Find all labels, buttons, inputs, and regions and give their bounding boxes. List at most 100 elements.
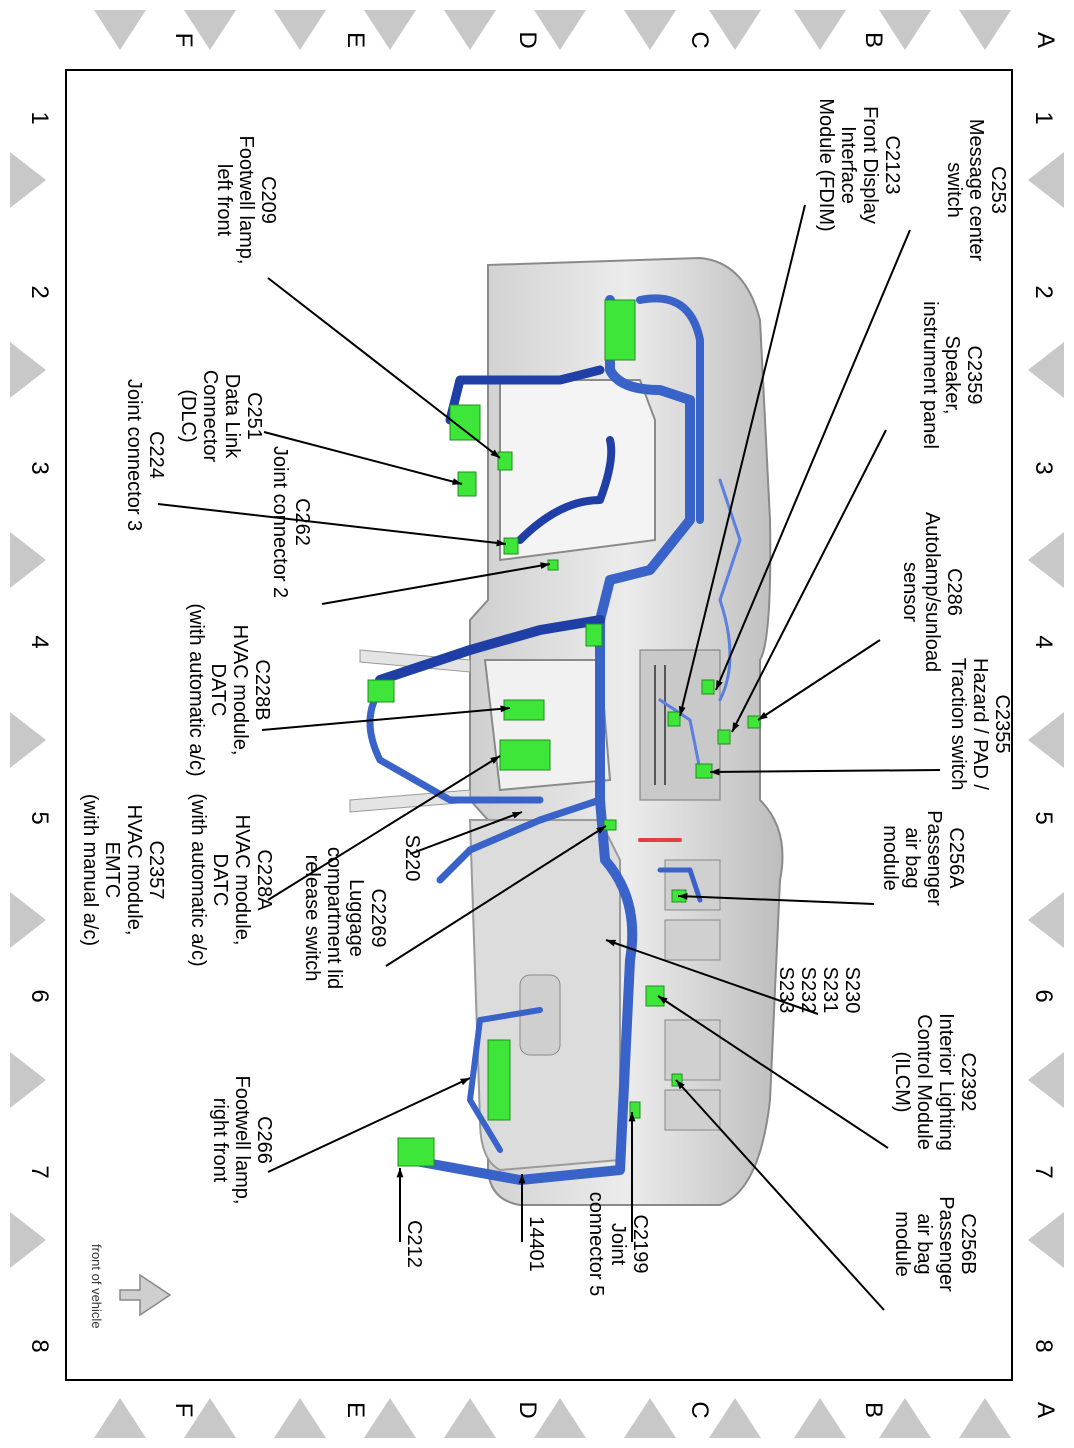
callout-c224-line-1: Joint connector 3 xyxy=(123,379,145,531)
col-label-2-right: 2 xyxy=(1030,285,1057,298)
connector-c2123 xyxy=(667,711,681,727)
callout-c251-line-1: Data Link xyxy=(221,374,243,459)
harness-thin-upper xyxy=(718,478,742,702)
callout-c2269-line-2: compartment lid xyxy=(323,847,345,989)
callout-s220: S220 xyxy=(401,835,423,882)
grid-marker-top-6 xyxy=(624,10,676,50)
grid-marker-top-9 xyxy=(879,10,931,50)
leader-line-c262 xyxy=(321,563,551,605)
connector-fdim-cluster xyxy=(604,299,636,361)
col-label-5-right: 5 xyxy=(1030,811,1057,824)
connector-c224 xyxy=(503,537,519,555)
col-label-4-right: 4 xyxy=(1030,635,1057,648)
callout-c209-line-1: Footwell lamp, xyxy=(235,136,257,265)
connector-c228a xyxy=(499,739,551,771)
callout-s230-line-3: S233 xyxy=(775,967,797,1014)
grid-marker-bottom-0 xyxy=(94,1398,146,1438)
callout-c2359-line-0: C2359 xyxy=(963,346,985,405)
col-label-8-right: 8 xyxy=(1030,1339,1057,1352)
leader-line-c2355 xyxy=(709,769,941,773)
callout-c2123-line-2: Interface xyxy=(837,126,859,204)
grid-marker-bottom-5 xyxy=(534,1398,586,1438)
leader-line-c2392 xyxy=(657,995,889,1149)
harness-thin-center xyxy=(658,698,702,772)
callout-c266-line-1: Footwell lamp, xyxy=(231,1076,253,1205)
callout-c2392-line-0: C2392 xyxy=(957,1053,979,1112)
callout-c2357-line-3: (with manual a/c) xyxy=(79,794,101,946)
grid-marker-bottom-9 xyxy=(879,1398,931,1438)
leader-arrowhead-c286 xyxy=(758,711,768,720)
leader-arrowhead-c2392 xyxy=(658,996,668,1005)
connector-hvac-side xyxy=(367,679,395,703)
callout-c2199-line-2: connector 5 xyxy=(585,1192,607,1297)
grid-marker-right-0 xyxy=(1028,152,1064,208)
leader-line-c228b xyxy=(261,707,511,731)
callout-c2355-line-0: C2355 xyxy=(991,695,1013,754)
leader-arrowhead-h14401 xyxy=(518,1174,526,1184)
col-label-7-right: 7 xyxy=(1030,1165,1057,1178)
leader-arrowhead-c2355 xyxy=(710,768,720,776)
leader-arrowhead-c2199 xyxy=(628,1112,636,1122)
callout-c251-line-3: (DLC) xyxy=(177,389,199,442)
row-label-a-bottom: A xyxy=(1032,1402,1059,1418)
col-label-1-left: 1 xyxy=(26,111,53,124)
grid-marker-right-3 xyxy=(1028,712,1064,768)
grid-marker-right-5 xyxy=(1028,1052,1064,1108)
callout-c266-line-0: C266 xyxy=(253,1116,275,1164)
instrument-panel-illustration xyxy=(349,256,784,1206)
callout-c212: C212 xyxy=(403,1220,425,1268)
leader-arrowhead-c256a xyxy=(678,892,688,900)
callout-c262-line-0: C262 xyxy=(291,498,313,546)
connectors xyxy=(367,299,761,1167)
col-label-2-left: 2 xyxy=(26,285,53,298)
callout-c2357-line-1: HVAC module, xyxy=(123,805,145,936)
leader-arrowhead-c209 xyxy=(490,449,500,458)
connector-c266 xyxy=(487,1039,511,1121)
grid-marker-bottom-1 xyxy=(184,1398,236,1438)
grid-marker-top-0 xyxy=(94,10,146,50)
callout-c2199-line-1: Joint xyxy=(607,1223,629,1266)
callout-c228a-line-3: (with automatic a/c) xyxy=(187,793,209,966)
connector-c228b xyxy=(503,699,545,721)
grid-marker-bottom-7 xyxy=(709,1398,761,1438)
col-label-1-right: 1 xyxy=(1030,111,1057,124)
grid-marker-top-7 xyxy=(709,10,761,50)
leader-arrowhead-c228a xyxy=(490,756,500,764)
leader-arrowhead-c228b xyxy=(500,705,510,713)
callout-c2123-line-0: C2123 xyxy=(881,136,903,195)
harness-steering-loop xyxy=(516,436,616,544)
callout-c2355-line-1: Hazard / PAD / xyxy=(969,658,991,790)
callout-h14401-line-0: 14401 xyxy=(525,1216,547,1272)
callout-c2392-line-1: Interior Lighting xyxy=(935,1013,957,1151)
harness-left-branch xyxy=(445,365,605,425)
grid-marker-left-0 xyxy=(10,152,46,208)
row-label-e-top: E xyxy=(342,32,369,48)
leader-arrowhead-s220 xyxy=(512,812,522,819)
callout-s230-line-0: S230 xyxy=(841,967,863,1014)
callout-c228a-line-2: DATC xyxy=(209,854,231,907)
col-label-6-right: 6 xyxy=(1030,989,1057,1002)
callout-c256a-line-2: air bag xyxy=(901,827,923,888)
grid-marker-bottom-3 xyxy=(364,1398,416,1438)
grid-marker-bottom-4 xyxy=(444,1398,496,1438)
callout-c2123-line-3: Module (FDIM) xyxy=(815,98,837,231)
grid-marker-left-5 xyxy=(10,1052,46,1108)
callout-c2392-line-2: Control Module xyxy=(913,1014,935,1150)
leader-line-s220 xyxy=(409,811,523,855)
leader-arrowhead-c212 xyxy=(396,1168,404,1178)
leader-line-c228a xyxy=(267,755,501,901)
